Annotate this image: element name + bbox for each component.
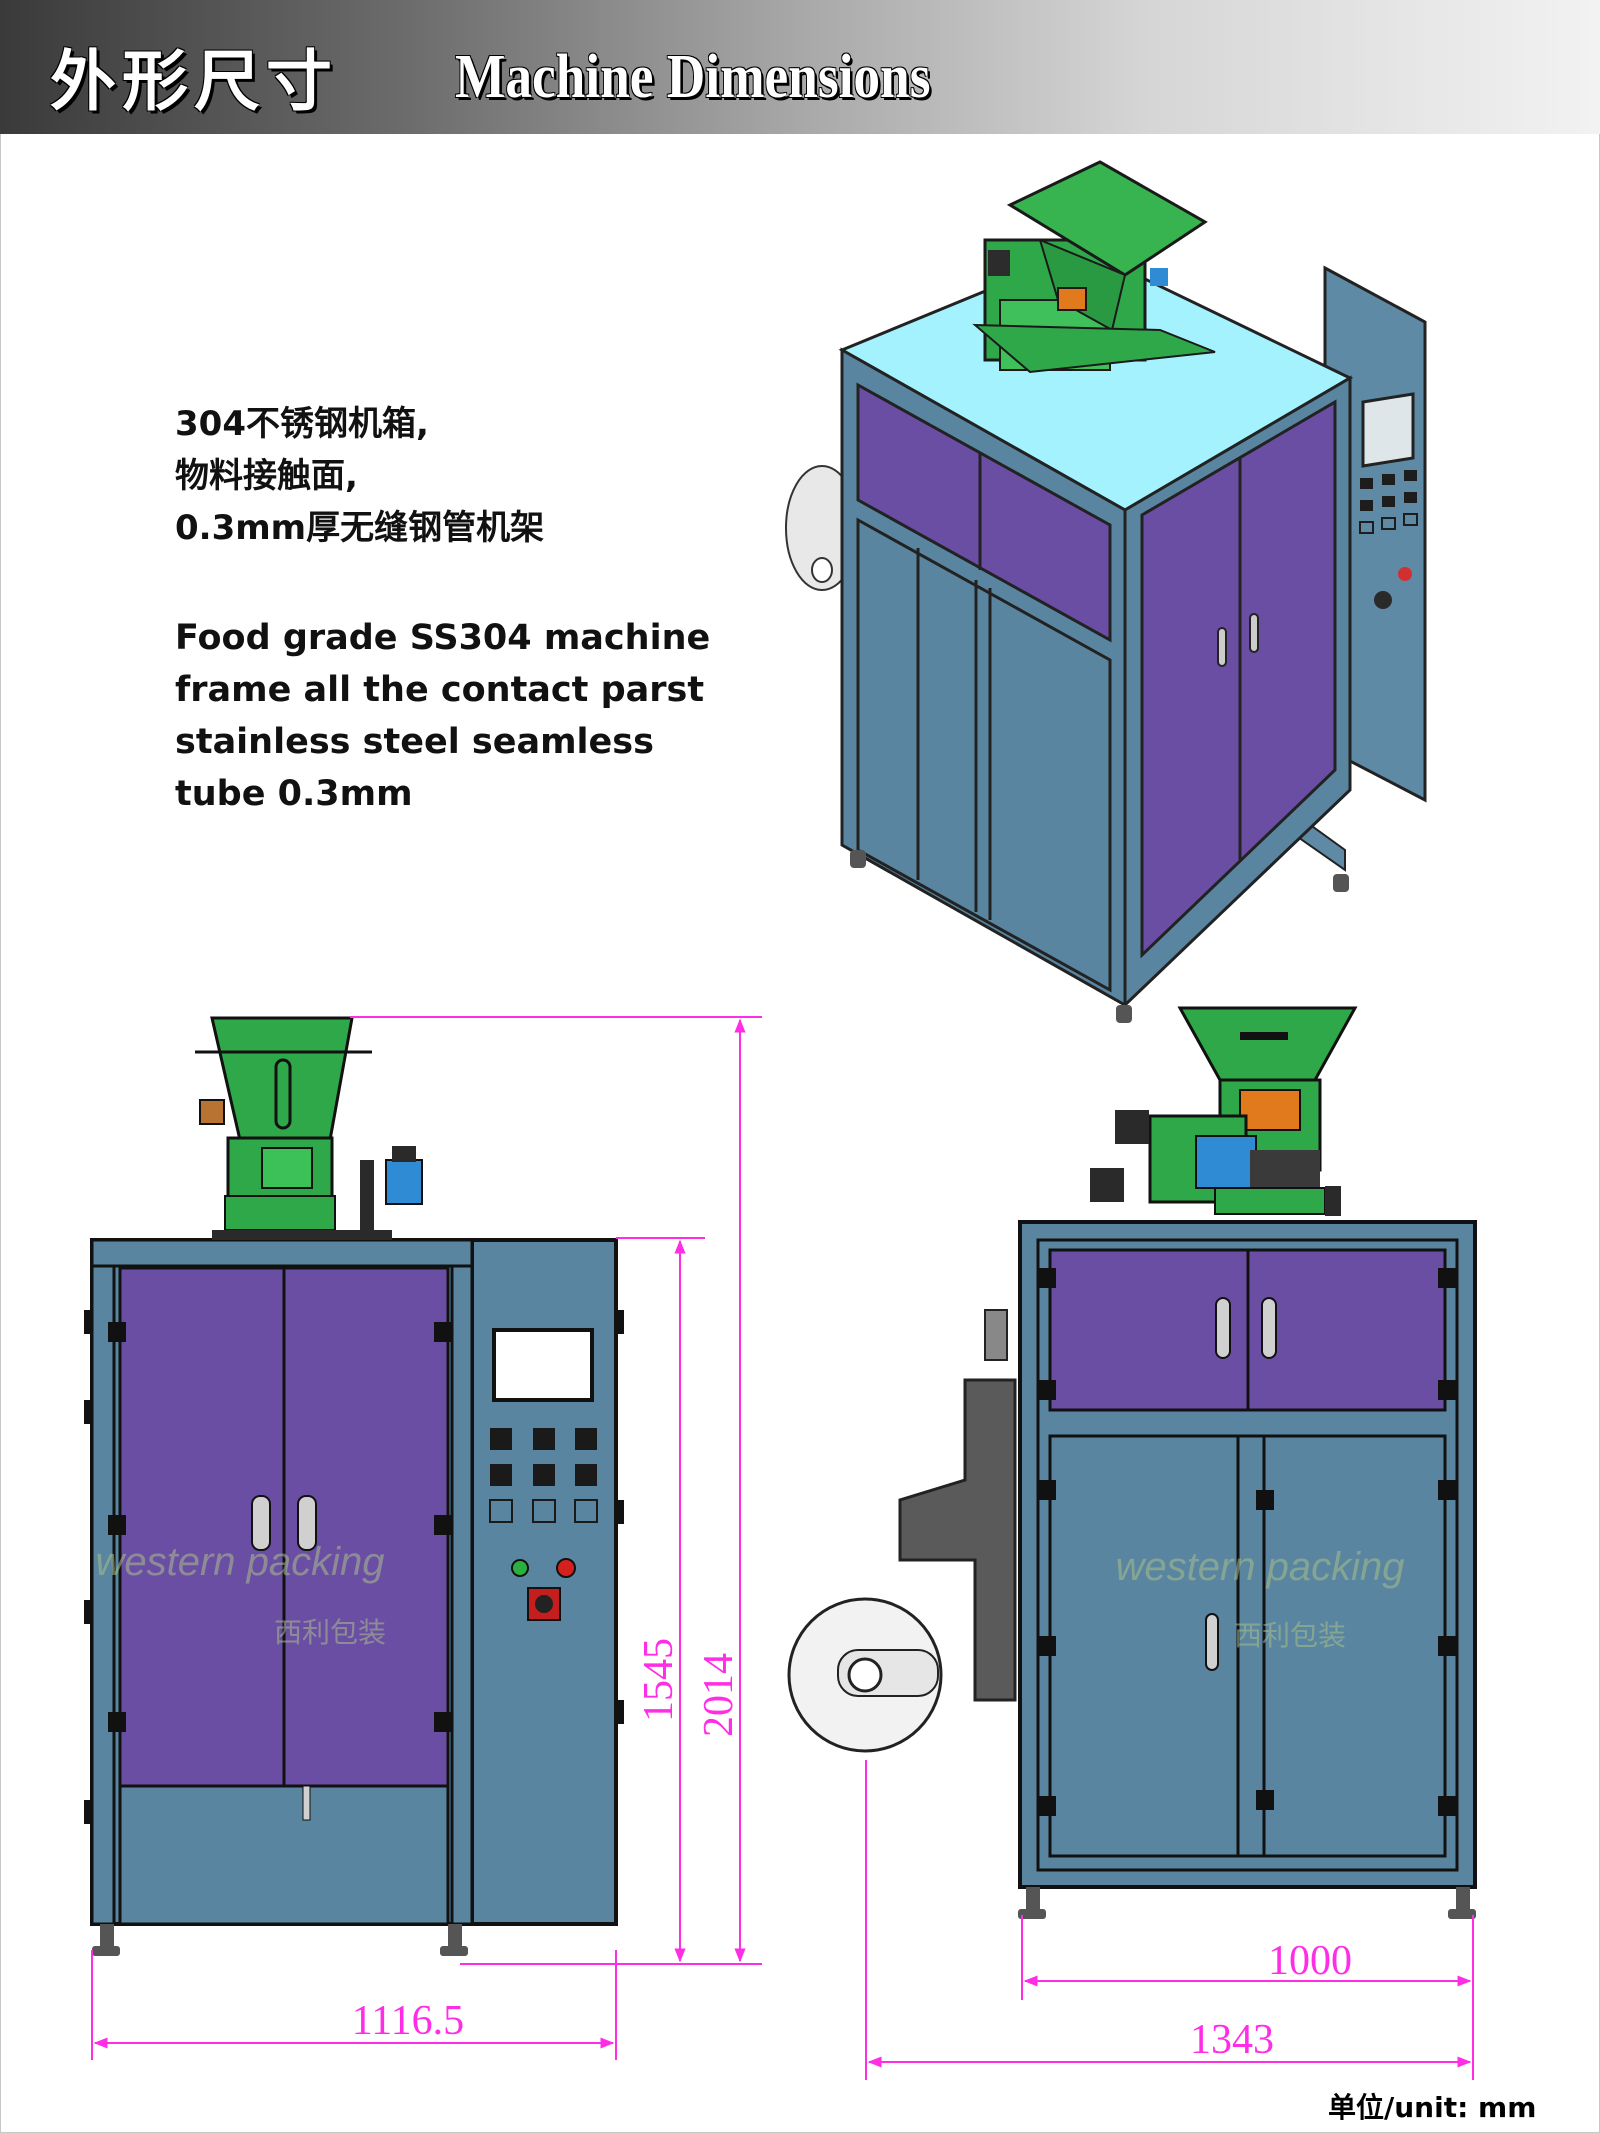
description-en-line: stainless steel seamless [175, 722, 654, 762]
iso-front-purple-door [856, 382, 1112, 643]
dimension-labels: 2014 1545 1116.5 1000 1343 [352, 1638, 1352, 2063]
dim-total-width: 1343 [1190, 2017, 1274, 2063]
side-hinges [1038, 1268, 1456, 1816]
watermark-cn-side: 西利包装 [1234, 1619, 1346, 1652]
front-feet [92, 1924, 468, 1956]
front-control-buttons [489, 1428, 598, 1523]
isometric-view [785, 160, 1427, 1023]
dim-body-width: 1000 [1268, 1938, 1352, 1984]
description-en-line: frame all the contact parst [175, 670, 705, 710]
unit-note: 单位/unit: mm [1328, 2091, 1537, 2124]
front-touch-screen [492, 1328, 594, 1402]
iso-red-lamp [1398, 567, 1412, 581]
dim-front-width: 1116.5 [352, 1998, 464, 2044]
front-hinges [84, 1310, 624, 1824]
watermark-en-side: western packing [1115, 1545, 1404, 1589]
iso-control-buttons [1359, 470, 1418, 534]
green-lamp [511, 1559, 529, 1577]
front-hopper [195, 1016, 423, 1240]
watermark-en-front: western packing [95, 1540, 384, 1584]
description-cn-line: 0.3mm厚无缝钢管机架 [175, 508, 545, 548]
front-view: western packing 西利包装 [84, 1016, 624, 1956]
dimension-lines [91, 1016, 1474, 2080]
description-chinese: 304不锈钢机箱, 物料接触面, 0.3mm厚无缝钢管机架 [175, 398, 544, 554]
film-bracket [898, 1378, 1017, 1702]
title-chinese: 外形尺寸 [50, 42, 338, 120]
side-feet [1018, 1887, 1476, 1919]
red-lamp [556, 1558, 576, 1578]
iso-feet [850, 850, 1349, 1023]
description-cn-line: 物料接触面, [175, 456, 358, 496]
dim-total-height: 2014 [696, 1653, 742, 1737]
iso-touch-screen [1361, 392, 1415, 468]
dim-cabinet-height: 1545 [636, 1638, 682, 1722]
header-banner: 外形尺寸 Machine Dimensions [0, 0, 1600, 134]
title-english: Machine Dimensions [455, 43, 931, 111]
description-english: Food grade SS304 machine frame all the c… [175, 612, 710, 820]
description-en-line: Food grade SS304 machine [175, 618, 711, 658]
description-cn-line: 304不锈钢机箱, [175, 404, 429, 444]
iso-hopper [972, 160, 1216, 374]
watermark-cn-front: 西利包装 [274, 1616, 386, 1649]
side-view: western packing 西利包装 [787, 1006, 1477, 1919]
iso-emergency-stop [1374, 591, 1392, 609]
film-roll-side [787, 1597, 943, 1753]
description-en-line: tube 0.3mm [175, 774, 413, 814]
side-hopper [1090, 1006, 1358, 1216]
